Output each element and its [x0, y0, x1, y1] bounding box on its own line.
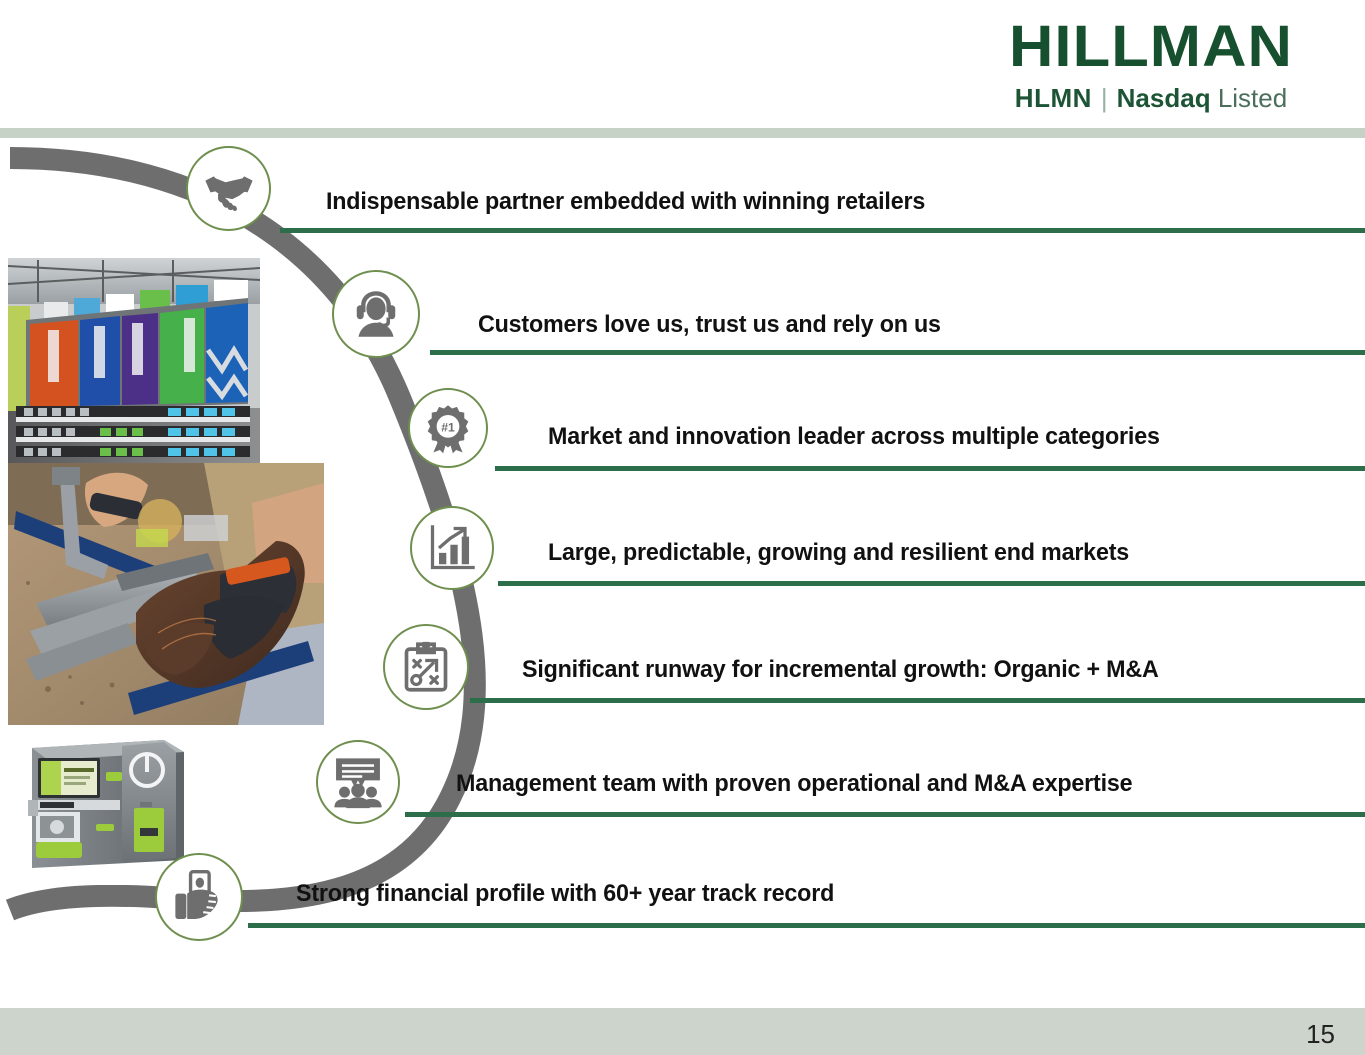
- page-number: 15: [1306, 1019, 1335, 1049]
- logo-divider: |: [1100, 83, 1108, 113]
- photo-metal-cutting: [8, 463, 324, 725]
- growth-bar-chart-icon-art: [430, 525, 475, 570]
- handshake-icon-art: [204, 175, 253, 211]
- row-7-underline: [248, 923, 1365, 928]
- exchange-name: Nasdaq: [1116, 83, 1211, 113]
- headset-support-icon-art: [356, 291, 396, 337]
- row-3-underline: [495, 466, 1365, 471]
- header-divider: [0, 128, 1365, 138]
- slide-footer: 15: [0, 1008, 1365, 1055]
- photo-metal-cutting-art: [8, 463, 324, 725]
- photo-key-kiosk: [14, 730, 194, 885]
- team-presentation-icon-art: [334, 758, 382, 809]
- hand-holding-cash-icon-art: [175, 870, 218, 919]
- award-ribbon-number-one-icon: #1: [408, 388, 488, 468]
- headset-support-icon: [332, 270, 420, 358]
- team-presentation-icon: [316, 740, 400, 824]
- row-5-underline: [470, 698, 1365, 703]
- logo-listing-line: HLMN | Nasdaq Listed: [961, 85, 1341, 111]
- listing-status: Listed: [1217, 83, 1288, 113]
- row-2-label: Customers love us, trust us and rely on …: [478, 311, 941, 338]
- svg-text:#1: #1: [441, 420, 455, 434]
- row-2-underline: [430, 350, 1365, 355]
- photo-retail-aisle: [8, 258, 260, 463]
- row-4-underline: [498, 581, 1365, 586]
- strategy-clipboard-icon-art: [404, 641, 448, 692]
- slide-header: HILLMAN HLMN | Nasdaq Listed: [0, 0, 1365, 130]
- row-1-label: Indispensable partner embedded with winn…: [326, 188, 926, 215]
- hand-holding-cash-icon: [155, 853, 243, 941]
- row-5-label: Significant runway for incremental growt…: [522, 656, 1159, 683]
- strategy-clipboard-icon: [383, 624, 469, 710]
- row-6-underline: [405, 812, 1365, 817]
- row-6-label: Management team with proven operational …: [456, 770, 1133, 797]
- slide-body: Indispensable partner embedded with winn…: [0, 138, 1365, 1000]
- row-4-label: Large, predictable, growing and resilien…: [548, 539, 1130, 566]
- row-7-label: Strong financial profile with 60+ year t…: [296, 880, 835, 907]
- award-ribbon-number-one-icon-art: #1: [427, 405, 469, 454]
- row-1-underline: [280, 228, 1365, 233]
- logo-wordmark: HILLMAN: [1008, 14, 1294, 79]
- ticker-symbol: HLMN: [1014, 83, 1092, 113]
- photo-key-kiosk-art: [14, 730, 194, 885]
- hillman-logo: HILLMAN HLMN|Nasdaq Listed: [961, 18, 1341, 112]
- handshake-icon: [186, 146, 271, 231]
- growth-bar-chart-icon: [410, 506, 494, 590]
- row-3-label: Market and innovation leader across mult…: [548, 423, 1160, 450]
- photo-retail-aisle-art: [8, 258, 260, 463]
